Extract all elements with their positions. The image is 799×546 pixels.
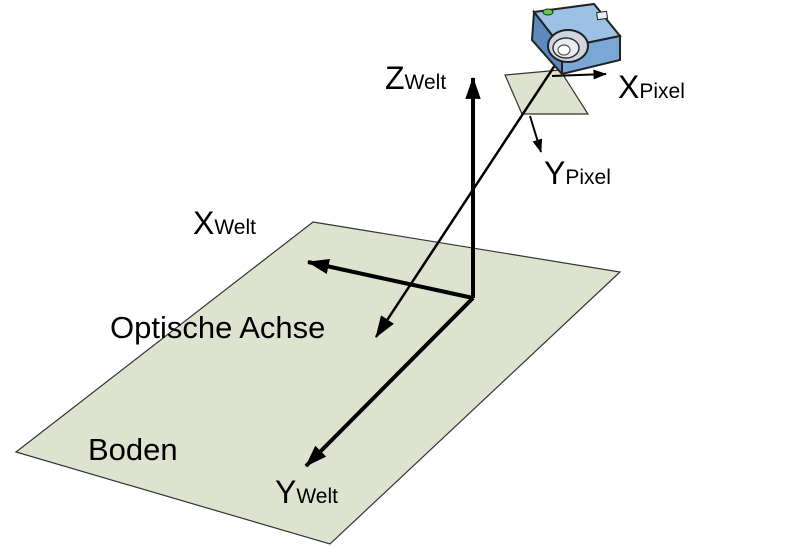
optical-axis-label: Optische Achse [110, 310, 325, 345]
y-welt-axis [304, 296, 475, 468]
image-plane [504, 69, 590, 115]
y-pixel-axis [529, 115, 543, 153]
optical-axis [374, 49, 567, 338]
x-welt-label: XWelt [193, 205, 256, 241]
x-pixel-axis [551, 69, 607, 80]
y-pixel-label: YPixel [544, 155, 611, 191]
z-welt-label: ZWelt [385, 60, 446, 96]
x-welt-axis [306, 258, 474, 300]
floor-label: Boden [88, 432, 178, 467]
camera-icon [530, 2, 622, 77]
x-pixel-label: XPixel [618, 69, 685, 105]
y-welt-label: YWelt [275, 474, 338, 510]
